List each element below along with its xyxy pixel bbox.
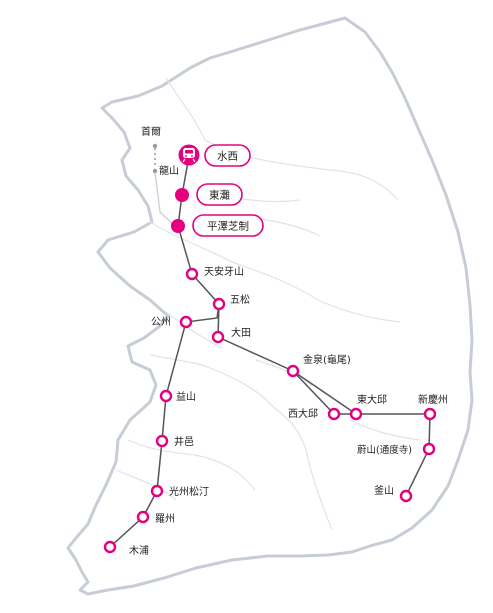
label-dongtan: 東灘 (209, 189, 230, 202)
station-gwangju-marker[interactable] (150, 484, 164, 498)
label-seodaegu: 西大邱 (288, 407, 318, 420)
station-singyeongju-marker[interactable] (423, 407, 437, 421)
label-naju: 羅州 (155, 513, 175, 525)
station-busan-marker[interactable] (399, 489, 413, 503)
station-seoul-marker[interactable] (152, 143, 158, 149)
station-iksan-marker[interactable] (159, 389, 173, 403)
label-pyeongtaek: 平澤芝制 (207, 220, 249, 233)
station-mokpo-marker[interactable] (103, 540, 117, 554)
station-pyeongtaek-marker[interactable] (171, 219, 185, 233)
pill-pyeongtaek[interactable]: 平澤芝制 (192, 214, 264, 237)
station-daejeon-marker[interactable] (211, 330, 225, 344)
label-mokpo: 木浦 (129, 544, 149, 557)
station-osong-marker[interactable] (212, 297, 226, 311)
pill-suseo[interactable]: 水西 (204, 144, 251, 167)
label-busan: 釜山 (374, 484, 394, 497)
label-gongju: 公州 (151, 316, 171, 328)
label-cheonan: 天安牙山 (204, 265, 244, 278)
station-jeongeup-marker[interactable] (155, 434, 169, 448)
label-gwangju: 光州松汀 (169, 485, 209, 498)
station-gongju-marker[interactable] (179, 315, 193, 329)
train-icon (178, 144, 200, 166)
station-gimcheon-marker[interactable] (286, 364, 300, 378)
label-suseo: 水西 (217, 151, 238, 163)
label-yongsan: 龍山 (159, 164, 179, 177)
station-dongtan-marker[interactable] (175, 188, 189, 202)
label-iksan: 益山 (176, 390, 196, 403)
label-singyeongju: 新慶州 (418, 393, 448, 406)
peninsula-outline (66, 16, 474, 596)
pill-dongtan[interactable]: 東灘 (196, 183, 243, 206)
station-seodaegu-marker[interactable] (327, 407, 341, 421)
station-ulsan-marker[interactable] (422, 442, 436, 456)
label-osong: 五松 (230, 293, 250, 306)
label-seoul: 首爾 (141, 125, 161, 138)
label-gimcheon: 金泉(龜尾) (303, 353, 351, 366)
station-dongdaegu-marker[interactable] (349, 407, 363, 421)
label-jeongeup: 井邑 (174, 435, 194, 448)
label-daejeon: 大田 (231, 326, 251, 339)
province-borders (115, 77, 421, 531)
label-ulsan: 蔚山(通度寺) (357, 444, 412, 456)
yongsan-branch (154, 171, 176, 227)
station-cheonan-marker[interactable] (185, 267, 199, 281)
station-yongsan-marker[interactable] (152, 168, 158, 174)
station-naju-marker[interactable] (136, 510, 150, 524)
label-dongdaegu: 東大邱 (357, 393, 387, 406)
